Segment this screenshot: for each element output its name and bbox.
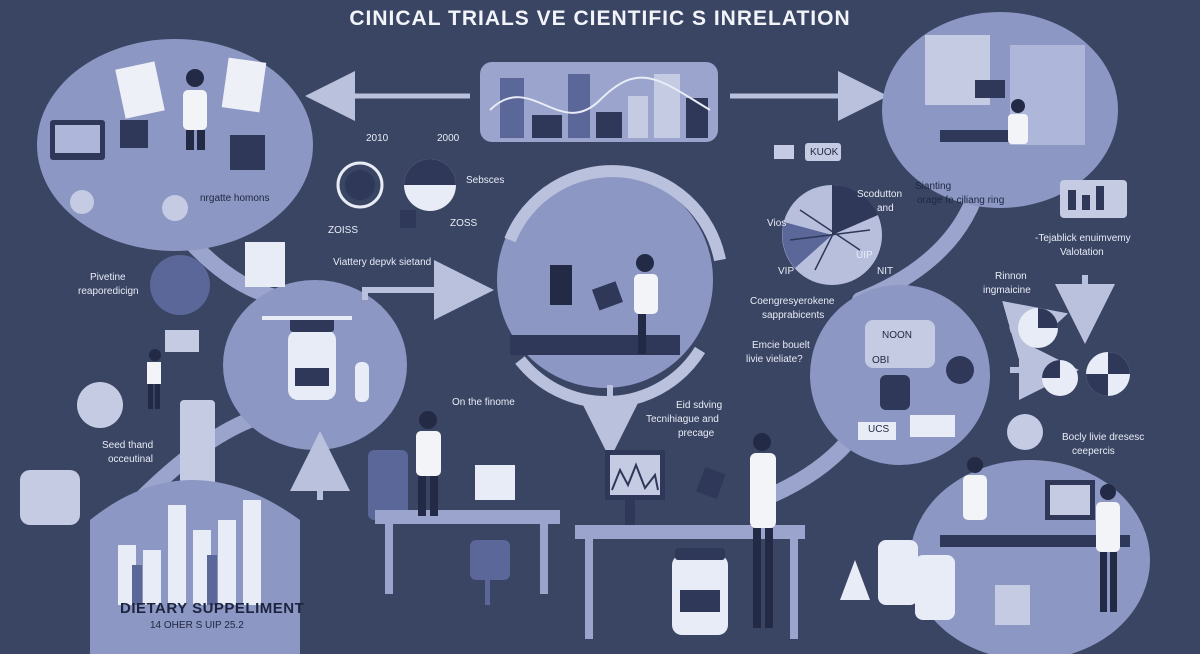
label-year-2000: 2000 bbox=[437, 133, 460, 144]
label-kuon: KUOK bbox=[810, 147, 839, 158]
bubble-middle-left bbox=[223, 280, 407, 450]
desk-scene-right bbox=[840, 457, 1150, 654]
label-pivetine: Pivetine bbox=[90, 272, 126, 283]
top-chart-panel bbox=[480, 62, 718, 142]
label-seed-line1: Seed thand bbox=[102, 440, 154, 451]
label-reaporedicign: reaporedicign bbox=[78, 286, 139, 297]
bubble-top-right bbox=[882, 12, 1127, 218]
label-coengrey: Coengresyerokene bbox=[750, 296, 835, 307]
right-pies bbox=[1007, 308, 1130, 450]
label-emcie-line1: Emcie bouelt bbox=[752, 340, 810, 351]
label-year-2010: 2010 bbox=[366, 133, 389, 144]
label-emcie-line2: livie vieliate? bbox=[746, 354, 803, 365]
label-sebsces: Sebsces bbox=[466, 175, 505, 186]
label-viattery: Viattery depvk sietand bbox=[333, 257, 432, 268]
bottom-left-chart bbox=[90, 480, 300, 654]
label-rinnon-line2: ingmaicine bbox=[983, 285, 1031, 296]
label-bocly-line2: ceepercis bbox=[1072, 446, 1115, 457]
label-dietary-sub: 14 OHER S UIP 25.2 bbox=[150, 620, 244, 631]
left-side-elements bbox=[20, 242, 285, 525]
label-nrgatte: nrgatte homons bbox=[200, 193, 270, 204]
label-noon: NOON bbox=[882, 330, 912, 341]
label-nit: NIT bbox=[877, 266, 894, 277]
label-onthe: On the finome bbox=[452, 397, 515, 408]
label-dietary: DIETARY SUPPELIMENT bbox=[120, 600, 305, 617]
label-and: and bbox=[877, 203, 894, 214]
label-ucs: UCS bbox=[868, 424, 890, 435]
label-sianting: Sianting bbox=[915, 181, 952, 192]
label-uip: UIP bbox=[856, 250, 873, 261]
label-eid-line2: Tecnihiague and bbox=[646, 414, 719, 425]
desk-scene-left bbox=[368, 411, 560, 605]
clock-diagram bbox=[336, 159, 456, 228]
bubble-center bbox=[497, 165, 726, 409]
label-seed-line2: occeutinal bbox=[108, 454, 154, 465]
label-eid-line1: Eid sdving bbox=[676, 400, 723, 411]
label-tejable-line2: Valotation bbox=[1060, 247, 1104, 258]
bubble-right-middle bbox=[810, 285, 990, 465]
network-pie bbox=[774, 143, 882, 285]
label-obi: OBI bbox=[872, 355, 890, 366]
label-tejable-line1: -Tejablick enuimvemy bbox=[1035, 233, 1131, 244]
label-scoduton: Scodutton bbox=[857, 189, 903, 200]
page-title: CINICAL TRIALS VE CIENTIFIC S INRELATION bbox=[349, 7, 851, 30]
label-orage: orage fe ciliang ring bbox=[917, 195, 1005, 206]
label-zoss: ZOSS bbox=[450, 218, 478, 229]
label-bocly-line1: Bocly livie dresesc bbox=[1062, 432, 1145, 443]
label-eid-line3: precage bbox=[678, 428, 715, 439]
label-rinnon-line1: Rinnon bbox=[995, 271, 1027, 282]
desk-scene-center bbox=[575, 433, 805, 639]
label-vios: Vios bbox=[767, 218, 787, 229]
label-zoiss: ZOISS bbox=[328, 225, 359, 236]
label-vip: VIP bbox=[778, 266, 795, 277]
label-sapprabicents: sapprabicents bbox=[762, 310, 825, 321]
bubble-top-left bbox=[37, 39, 313, 251]
